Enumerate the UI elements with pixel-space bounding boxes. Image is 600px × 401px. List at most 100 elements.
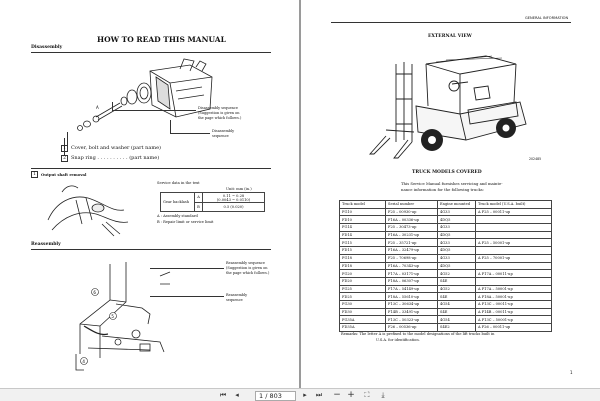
row-a-value-2: (0.0043 ~ 0.0110) bbox=[216, 197, 251, 202]
column-header: Truck model (U.S.A. built) bbox=[475, 200, 552, 209]
fullscreen-icon[interactable]: ⛶ bbox=[364, 391, 370, 399]
table-header-row: Truck model Serial number Engine mounted… bbox=[339, 200, 552, 209]
remarks-line-1: Remarks: The letter A is prefixed to the… bbox=[341, 332, 495, 336]
step-1-number-repeat: 1 bbox=[31, 171, 38, 178]
table-cell: A F17A – 50001-up bbox=[475, 284, 552, 294]
circle-4: 4 bbox=[82, 359, 85, 364]
first-page-icon[interactable]: ⏮ bbox=[219, 391, 227, 399]
remarks-line-2: U.S.A. for identification. bbox=[376, 338, 420, 342]
callout-disassembly-seq2: Disassembly bbox=[212, 129, 235, 133]
table-cell: 4G33 bbox=[437, 238, 476, 248]
table-cell: FD30 bbox=[339, 307, 386, 317]
row-b-label: B bbox=[194, 201, 203, 212]
table-cell: S4E bbox=[437, 292, 476, 301]
service-data-label: Service data in the text bbox=[157, 181, 200, 185]
reassembly-heading: Reassembly bbox=[31, 242, 61, 247]
step-1-number: 1 bbox=[61, 145, 68, 152]
table-cell: 4G52 bbox=[437, 269, 476, 278]
reassembly-callout-2: (Suggestion is given on bbox=[226, 266, 268, 270]
zoom-out-button[interactable]: − bbox=[333, 390, 341, 400]
row-a-label: A bbox=[194, 192, 203, 203]
table-cell: A F14B – 00011-up bbox=[475, 307, 552, 317]
table-cell: A F17A – 00011-up bbox=[475, 269, 552, 278]
page-divider bbox=[299, 0, 301, 388]
callout-disassembly-seq3: sequence bbox=[212, 134, 229, 138]
table-cell: A F25 – 70001-up bbox=[475, 253, 552, 263]
table-cell: S4E bbox=[437, 307, 476, 317]
table-cell: 4DQ5 bbox=[437, 261, 476, 271]
table-cell: F16A – 32479-up bbox=[385, 246, 438, 255]
table-cell: FG15 bbox=[339, 238, 386, 248]
marker-a: A bbox=[96, 105, 99, 110]
intro-line-1: This Service Manual furnishes servicing … bbox=[401, 181, 503, 186]
table-cell: F18A – 55610-up bbox=[385, 292, 438, 301]
table-cell: S4E2 bbox=[437, 323, 476, 332]
step-1-text: Cover, bolt and washer (part name) bbox=[71, 145, 161, 151]
table-cell bbox=[475, 215, 552, 225]
table-cell: S4E bbox=[437, 276, 476, 286]
gear-backlash-label: Gear backlash bbox=[160, 192, 195, 212]
page-number-input[interactable]: 1 / 803 bbox=[255, 390, 296, 401]
reassembly-callout-3: the page which follows.) bbox=[226, 271, 270, 275]
circle-6: 6 bbox=[93, 290, 96, 295]
table-cell: FG35A bbox=[339, 315, 386, 324]
viewer-toolbar: ⏮ ◂ 1 / 803 ▸ ⏭ − + ⛶ ⤓ bbox=[0, 388, 600, 401]
table-cell: FG30 bbox=[339, 299, 386, 309]
table-cell: 4G52 bbox=[437, 284, 476, 294]
download-icon[interactable]: ⤓ bbox=[381, 391, 385, 399]
circle-5: 5 bbox=[111, 314, 114, 319]
table-cell: F18A – 06307-up bbox=[385, 276, 438, 286]
right-page: GENERAL INFORMATION EXTERNAL VIEW bbox=[301, 0, 600, 388]
row-b-value: 0.5 (0.020) bbox=[202, 201, 265, 212]
table-cell: FD18 bbox=[339, 261, 386, 271]
table-cell: FD14 bbox=[339, 230, 386, 240]
forklift-illustration bbox=[368, 55, 527, 159]
table-cell: 4DQ5 bbox=[437, 215, 476, 225]
table-cell bbox=[475, 276, 552, 286]
table-cell: F25 – 70698-up bbox=[385, 253, 438, 263]
reassembly-illustration: 6 5 4 bbox=[75, 262, 171, 371]
table-cell: 4G54 bbox=[437, 315, 476, 324]
table-cell: F26 – 00536-up bbox=[385, 323, 438, 332]
legend-b: B : Repair limit or service limit bbox=[157, 220, 214, 224]
table-cell: F17A – 03171-up bbox=[385, 269, 438, 278]
table-cell: FG20 bbox=[339, 269, 386, 278]
table-cell bbox=[475, 223, 552, 232]
truck-models-table: Truck model Serial number Engine mounted… bbox=[339, 200, 552, 332]
prev-page-icon[interactable]: ◂ bbox=[235, 391, 239, 399]
table-cell: 4G33 bbox=[437, 253, 476, 263]
table-cell: F25 – 00930-up bbox=[385, 207, 438, 217]
table-cell: F16A – 30231-up bbox=[385, 230, 438, 240]
table-cell bbox=[475, 246, 552, 255]
table-cell: F13C – 30634-up bbox=[385, 299, 438, 309]
table-cell: 4G33 bbox=[437, 207, 476, 217]
service-data-table: Gear backlash A 0.11 ~ 0.28 (0.0043 ~ 0.… bbox=[160, 192, 265, 212]
zoom-in-button[interactable]: + bbox=[347, 390, 355, 400]
table-cell: A F25 – 50001-up bbox=[475, 238, 552, 248]
next-page-icon[interactable]: ▸ bbox=[303, 391, 307, 399]
disassembly-heading: Disassembly bbox=[31, 45, 63, 50]
output-shaft-heading: Output shaft removal bbox=[41, 172, 87, 177]
reassembly-callout-5: sequence bbox=[226, 298, 243, 302]
last-page-icon[interactable]: ⏭ bbox=[315, 391, 323, 399]
page-title: HOW TO READ THIS MANUAL bbox=[97, 35, 226, 44]
table-cell: FG14 bbox=[339, 223, 386, 232]
table-cell: F17A – 54149-up bbox=[385, 284, 438, 294]
table-cell: 4G33 bbox=[437, 223, 476, 232]
table-cell: A F26 – 00011-up bbox=[475, 323, 552, 332]
table-cell: FD15 bbox=[339, 246, 386, 255]
output-shaft-illustration bbox=[42, 180, 132, 242]
callout-suggestion-1: (Suggestion is given on bbox=[198, 111, 240, 115]
table-cell: FG25 bbox=[339, 284, 386, 294]
